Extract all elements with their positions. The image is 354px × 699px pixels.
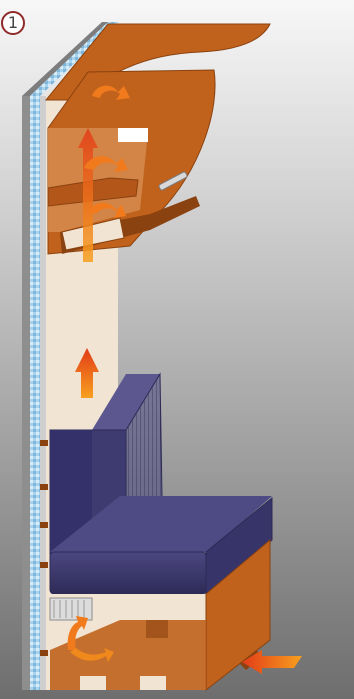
arrow-floor-intake xyxy=(242,650,302,674)
arrow-curl-low xyxy=(88,202,126,218)
arrow-curl-top xyxy=(92,85,130,100)
bench-seat-cushion xyxy=(49,496,273,596)
arrow-up-main xyxy=(75,348,99,398)
storage-box xyxy=(50,538,271,692)
wall-cleats xyxy=(40,440,48,656)
arrow-curl-mid xyxy=(84,156,128,172)
arrow-box-out xyxy=(70,648,114,662)
arrow-curl-box xyxy=(67,616,88,650)
step-number-badge: 1 xyxy=(1,11,25,35)
airflow-arrows xyxy=(67,85,302,674)
heater-vent xyxy=(49,597,93,621)
